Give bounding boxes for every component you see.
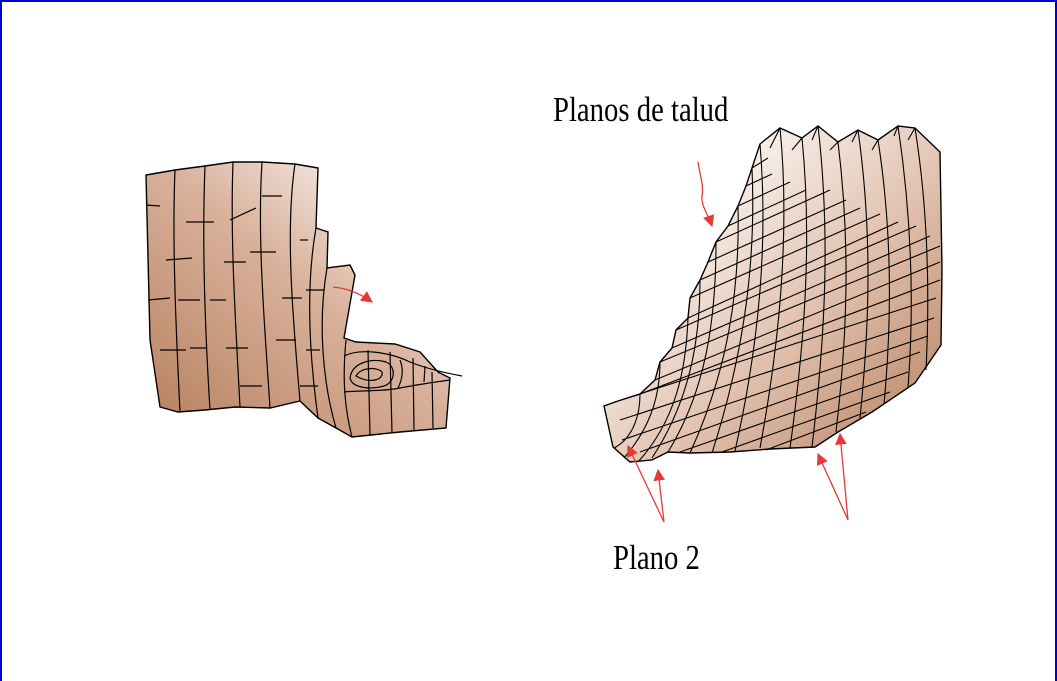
plane2-arrow-2 — [653, 468, 666, 523]
motion-arrows — [332, 161, 849, 523]
left-rock-mass — [145, 161, 463, 438]
left-joint-lines — [145, 161, 463, 438]
left-toppling-arrow — [332, 286, 373, 303]
plane2-arrow-3 — [817, 452, 849, 521]
plane2-arrow-1 — [627, 444, 665, 523]
plane2-arrow-4 — [835, 432, 849, 521]
plane-2-label: Plano 2 — [613, 538, 700, 577]
right-rock-body — [603, 125, 943, 463]
slope-plane-arrow — [697, 161, 715, 228]
slope-planes-label: Planos de talud — [553, 90, 729, 129]
right-joint-lines — [613, 125, 941, 463]
right-rock-mass — [603, 125, 943, 463]
